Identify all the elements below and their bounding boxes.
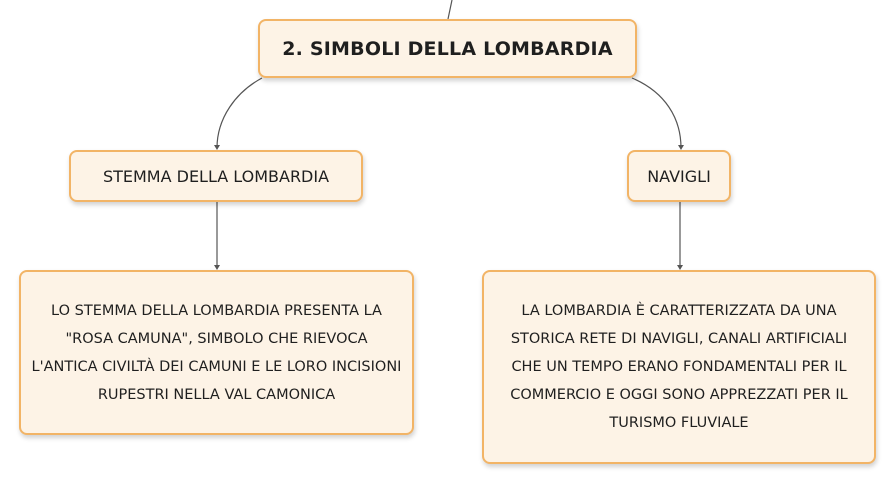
arrowhead [677,265,683,270]
arrowhead [678,145,684,150]
subtopic-navigli-detail-text: LA LOMBARDIA È CARATTERIZZATA DA UNA STO… [510,303,848,431]
root-topic-label: 2. SIMBOLI DELLA LOMBARDIA [282,37,613,60]
subtopic-stemma-detail[interactable]: LO STEMMA DELLA LOMBARDIA PRESENTA LA "R… [19,270,414,435]
connector-root-to-navigli [631,77,682,149]
connector-parent-to-root [447,0,453,20]
topic-stemma-label: STEMMA DELLA LOMBARDIA [102,166,330,186]
arrowhead [214,265,220,270]
topic-navigli[interactable]: NAVIGLI [627,150,731,202]
topic-navigli-label: NAVIGLI [647,166,711,186]
connector-root-to-stemma [216,77,263,149]
root-topic[interactable]: 2. SIMBOLI DELLA LOMBARDIA [258,19,637,78]
arrowhead [214,145,220,150]
topic-stemma[interactable]: STEMMA DELLA LOMBARDIA [69,150,363,202]
subtopic-stemma-detail-text: LO STEMMA DELLA LOMBARDIA PRESENTA LA "R… [31,302,402,403]
subtopic-navigli-detail[interactable]: LA LOMBARDIA È CARATTERIZZATA DA UNA STO… [482,270,876,464]
